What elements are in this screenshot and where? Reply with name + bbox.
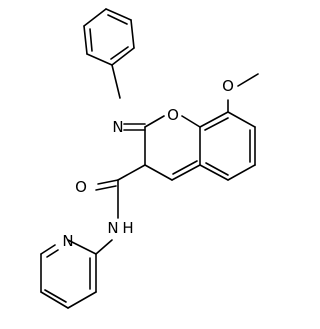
pyranone-ring: [144, 115, 201, 181]
pyridine-ring: [40, 239, 97, 309]
imine-bonds: [111, 64, 146, 131]
benzo-ring: [199, 111, 256, 181]
imine-nitrogen-label: N: [112, 118, 123, 136]
methoxy-oxygen-label: O: [222, 77, 234, 95]
carbonyl-oxygen-label: O: [75, 178, 87, 196]
phenyl-ring: [83, 8, 135, 66]
amide-nitrogen-label: N: [107, 219, 118, 237]
amide-bonds: [95, 164, 146, 255]
methoxy-bonds: [227, 73, 259, 113]
pyridine-nitrogen-label: N: [62, 232, 73, 250]
chemical-structure-diagram: O O N O N H N: [40, 8, 259, 309]
amide-hydrogen-label: H: [122, 219, 133, 237]
ring-oxygen-label: O: [167, 106, 179, 124]
